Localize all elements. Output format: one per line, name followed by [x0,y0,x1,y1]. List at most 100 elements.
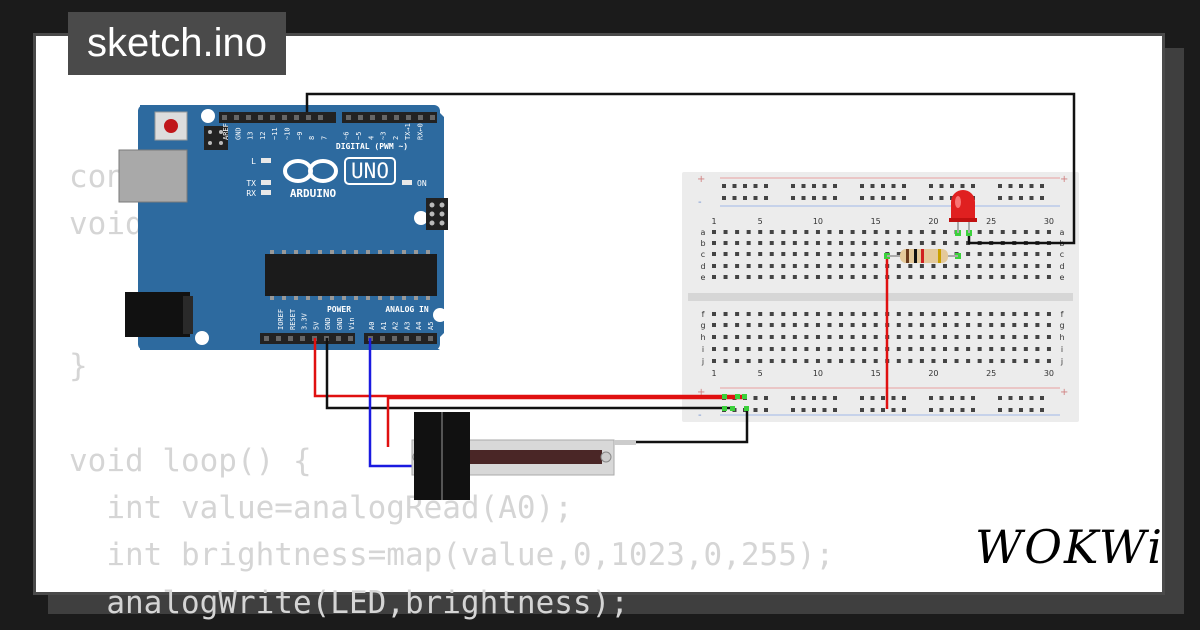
digital-pin-label: ~6 [343,132,351,140]
row-letter-left: j [701,357,704,366]
power-pin-label: 5V [312,321,320,330]
digital-pin-label: 13 [247,132,255,140]
column-number-top: 1 [711,217,716,226]
row-letter-left: c [701,250,705,259]
row-letter-left: b [700,239,705,248]
row-letter-left: d [700,262,705,271]
digital-pin-label: GND [234,127,242,140]
power-pin-label: 3.3V [301,312,309,330]
row-letter-right: d [1059,262,1064,271]
column-number-bottom: 25 [986,369,996,378]
code-line: void loop() { [69,442,312,479]
power-jack [125,292,190,337]
row-letter-left: a [701,228,706,237]
digital-pin-label: 7 [320,136,328,140]
rail-minus-label-top: - [698,197,702,208]
column-number-top: 10 [813,217,823,226]
digital-pin-label: ~11 [271,127,279,140]
arduino-infinity-logo [283,159,338,183]
digital-pin-label: 8 [308,136,316,140]
led-tx-label: TX [246,179,256,188]
column-number-bottom: 1 [711,369,716,378]
digital-pin-label: RX←0 [417,123,425,140]
arduino-uno-board[interactable]: UNO ARDUINO DIGITAL (PWM ~) POWER ANALOG… [118,105,448,350]
column-number-bottom: 5 [758,369,763,378]
analog-pin-label: A3 [403,322,411,330]
analog-pin-label: A1 [380,322,388,330]
column-number-bottom: 10 [813,369,823,378]
analog-pin-label: A2 [392,322,400,330]
rail-plus-label-top-right: + [1060,174,1068,185]
column-number-top: 30 [1044,217,1054,226]
digital-pin-label: ~3 [380,132,388,140]
resistor[interactable] [887,249,958,263]
wokwi-logo: WOKWi [975,520,1164,574]
wire-5v-to-rail[interactable] [313,338,745,398]
wire-gnd-to-rail[interactable] [325,338,733,410]
digital-pin-label: ~9 [296,132,304,140]
row-letter-right: c [1060,250,1064,259]
breadboard-center-channel [688,293,1073,301]
led-l-label: L [251,157,256,166]
power-pin-label: GND [336,317,344,330]
row-letter-right: f [1061,310,1064,319]
red-led[interactable] [949,190,977,233]
analog-header [364,333,437,344]
row-letter-right: e [1060,273,1065,282]
digital-header-right [342,112,437,123]
row-letter-right: h [1059,333,1064,342]
led-on-label: ON [417,179,427,188]
digital-pin-label: AREF [222,123,230,140]
row-letter-left: i [702,345,704,354]
column-number-bottom: 20 [928,369,938,378]
rail-minus-label-bottom: - [698,410,702,421]
board-brand-label: ARDUINO [290,187,337,200]
code-line: int value=analogRead(A0); [69,490,573,527]
row-letter-left: h [700,333,705,342]
power-pin-label: GND [324,317,332,330]
power-pin-label: IOREF [277,309,285,330]
column-number-top: 15 [871,217,881,226]
row-letter-right: i [1061,345,1063,354]
column-number-top: 25 [986,217,996,226]
analog-pin-label: A5 [427,322,435,330]
column-number-bottom: 30 [1044,369,1054,378]
analog-pin-label: A4 [415,322,423,330]
digital-pin-label: ~10 [284,127,292,140]
analog-header-label: ANALOG IN [385,305,429,314]
sketch-title: sketch.ino [68,12,286,75]
board-model-label: UNO [351,159,389,183]
power-pin-label: RESET [289,308,297,330]
code-line: int brightness=map(value,0,1023,0,255); [69,537,835,574]
digital-header-label: DIGITAL (PWM ~) [336,142,408,151]
led-rx-label: RX [246,189,256,198]
digital-pin-label: 4 [367,136,375,140]
rail-plus-label-top: + [697,174,705,185]
analog-pin-label: A0 [368,322,376,330]
wire-pot-vcc[interactable] [386,396,745,447]
power-header-label: POWER [327,305,351,314]
wire-pot-gnd[interactable] [636,410,749,444]
slide-potentiometer[interactable] [411,412,636,500]
row-letter-left: f [702,310,705,319]
usb-connector [118,149,188,203]
digital-pin-label: 12 [259,132,267,140]
atmega-chip [265,254,437,296]
wire-a0-to-pot[interactable] [368,338,414,468]
power-header [260,333,355,344]
rail-plus-label-bottom: + [697,387,705,398]
wires [305,92,1076,468]
digital-header-left [219,112,336,123]
digital-pin-label: TX→1 [404,123,412,140]
row-letter-right: g [1059,321,1064,330]
column-number-top: 20 [928,217,938,226]
digital-pin-label: 2 [392,136,400,140]
power-pin-label: Vin [348,317,356,330]
column-number-top: 5 [758,217,763,226]
wire-pin9-to-led[interactable] [305,92,1076,245]
digital-pin-label: ~5 [355,132,363,140]
code-line: } [69,348,88,385]
rail-plus-label-bottom-right: + [1060,387,1068,398]
